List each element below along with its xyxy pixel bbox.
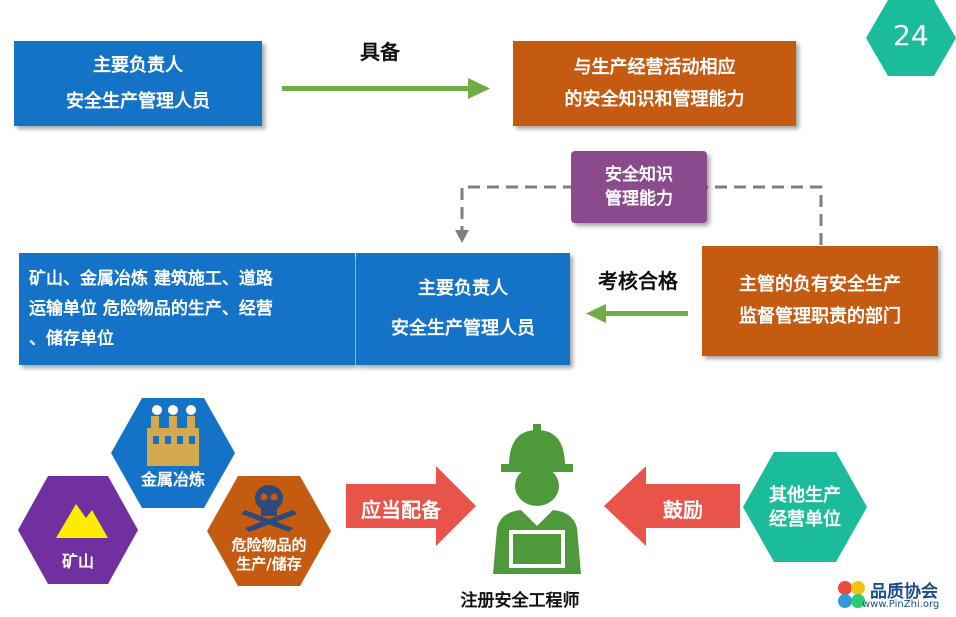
- hex-danger: [207, 476, 331, 586]
- hex-metal-label: 金属冶炼: [140, 470, 205, 489]
- logo-icon: [838, 581, 865, 608]
- should-equip-arrow: [346, 466, 476, 546]
- assess-label: 考核合格: [598, 269, 678, 293]
- industries-line1: 矿山、金属冶炼 建筑施工、道路: [29, 269, 273, 289]
- page-number: 24: [893, 19, 929, 52]
- page-number-badge: [866, 0, 956, 76]
- middle-center-box: 主要负责人 安全生产管理人员: [356, 253, 570, 365]
- logo-name: 品质协会: [870, 582, 938, 602]
- top-arrow: [282, 78, 490, 99]
- middle-center-line1: 主要负责人: [418, 278, 508, 299]
- top-left-line1: 主要负责人: [93, 54, 183, 76]
- hex-danger-label: 危险物品的 生产/储存: [207, 536, 331, 574]
- hex-other-line2: 经营单位: [769, 509, 841, 530]
- logo-url: www.PinZhi.org: [862, 599, 940, 610]
- skull-crossbones-icon: [241, 485, 297, 532]
- hex-mining-label: 矿山: [61, 552, 94, 571]
- mountain-icon: [56, 504, 108, 538]
- knowledge-line2: 管理能力: [605, 189, 673, 209]
- industries-line3: 、储存单位: [29, 329, 114, 349]
- assess-arrow: [586, 304, 688, 323]
- encourage-label: 鼓励: [663, 498, 703, 522]
- encourage-arrow: [604, 466, 740, 546]
- engineer-label: 注册安全工程师: [460, 591, 580, 611]
- hex-metal: [111, 398, 235, 508]
- hex-other-line1: 其他生产: [769, 485, 841, 506]
- knowledge-box: 安全知识 管理能力: [571, 151, 707, 223]
- should-equip-label: 应当配备: [361, 498, 441, 522]
- middle-center-line2: 安全生产管理人员: [391, 318, 535, 339]
- department-line2: 监督管理职责的部门: [739, 306, 901, 327]
- department-line1: 主管的负有安全生产: [739, 274, 901, 295]
- factory-icon: [147, 416, 199, 466]
- top-right-box: 与生产经营活动相应 的安全知识和管理能力: [513, 41, 796, 126]
- engineer-icon: [493, 424, 581, 574]
- knowledge-line1: 安全知识: [605, 165, 673, 185]
- industries-line2: 运输单位 危险物品的生产、经营: [29, 299, 273, 319]
- hex-mining: [18, 476, 138, 584]
- hex-other-label: 其他生产 经营单位: [743, 484, 867, 532]
- top-left-line2: 安全生产管理人员: [66, 90, 210, 112]
- hex-danger-line2: 生产/储存: [236, 555, 302, 573]
- hex-danger-line1: 危险物品的: [231, 536, 307, 554]
- department-box: 主管的负有安全生产 监督管理职责的部门: [702, 246, 938, 356]
- hex-other: [743, 452, 867, 562]
- top-arrow-label: 具备: [360, 40, 400, 64]
- top-left-box: 主要负责人 安全生产管理人员: [14, 41, 262, 126]
- industries-box: 矿山、金属冶炼 建筑施工、道路 运输单位 危险物品的生产、经营 、储存单位: [19, 253, 355, 365]
- top-right-line1: 与生产经营活动相应: [573, 56, 736, 78]
- top-right-line2: 的安全知识和管理能力: [564, 88, 745, 110]
